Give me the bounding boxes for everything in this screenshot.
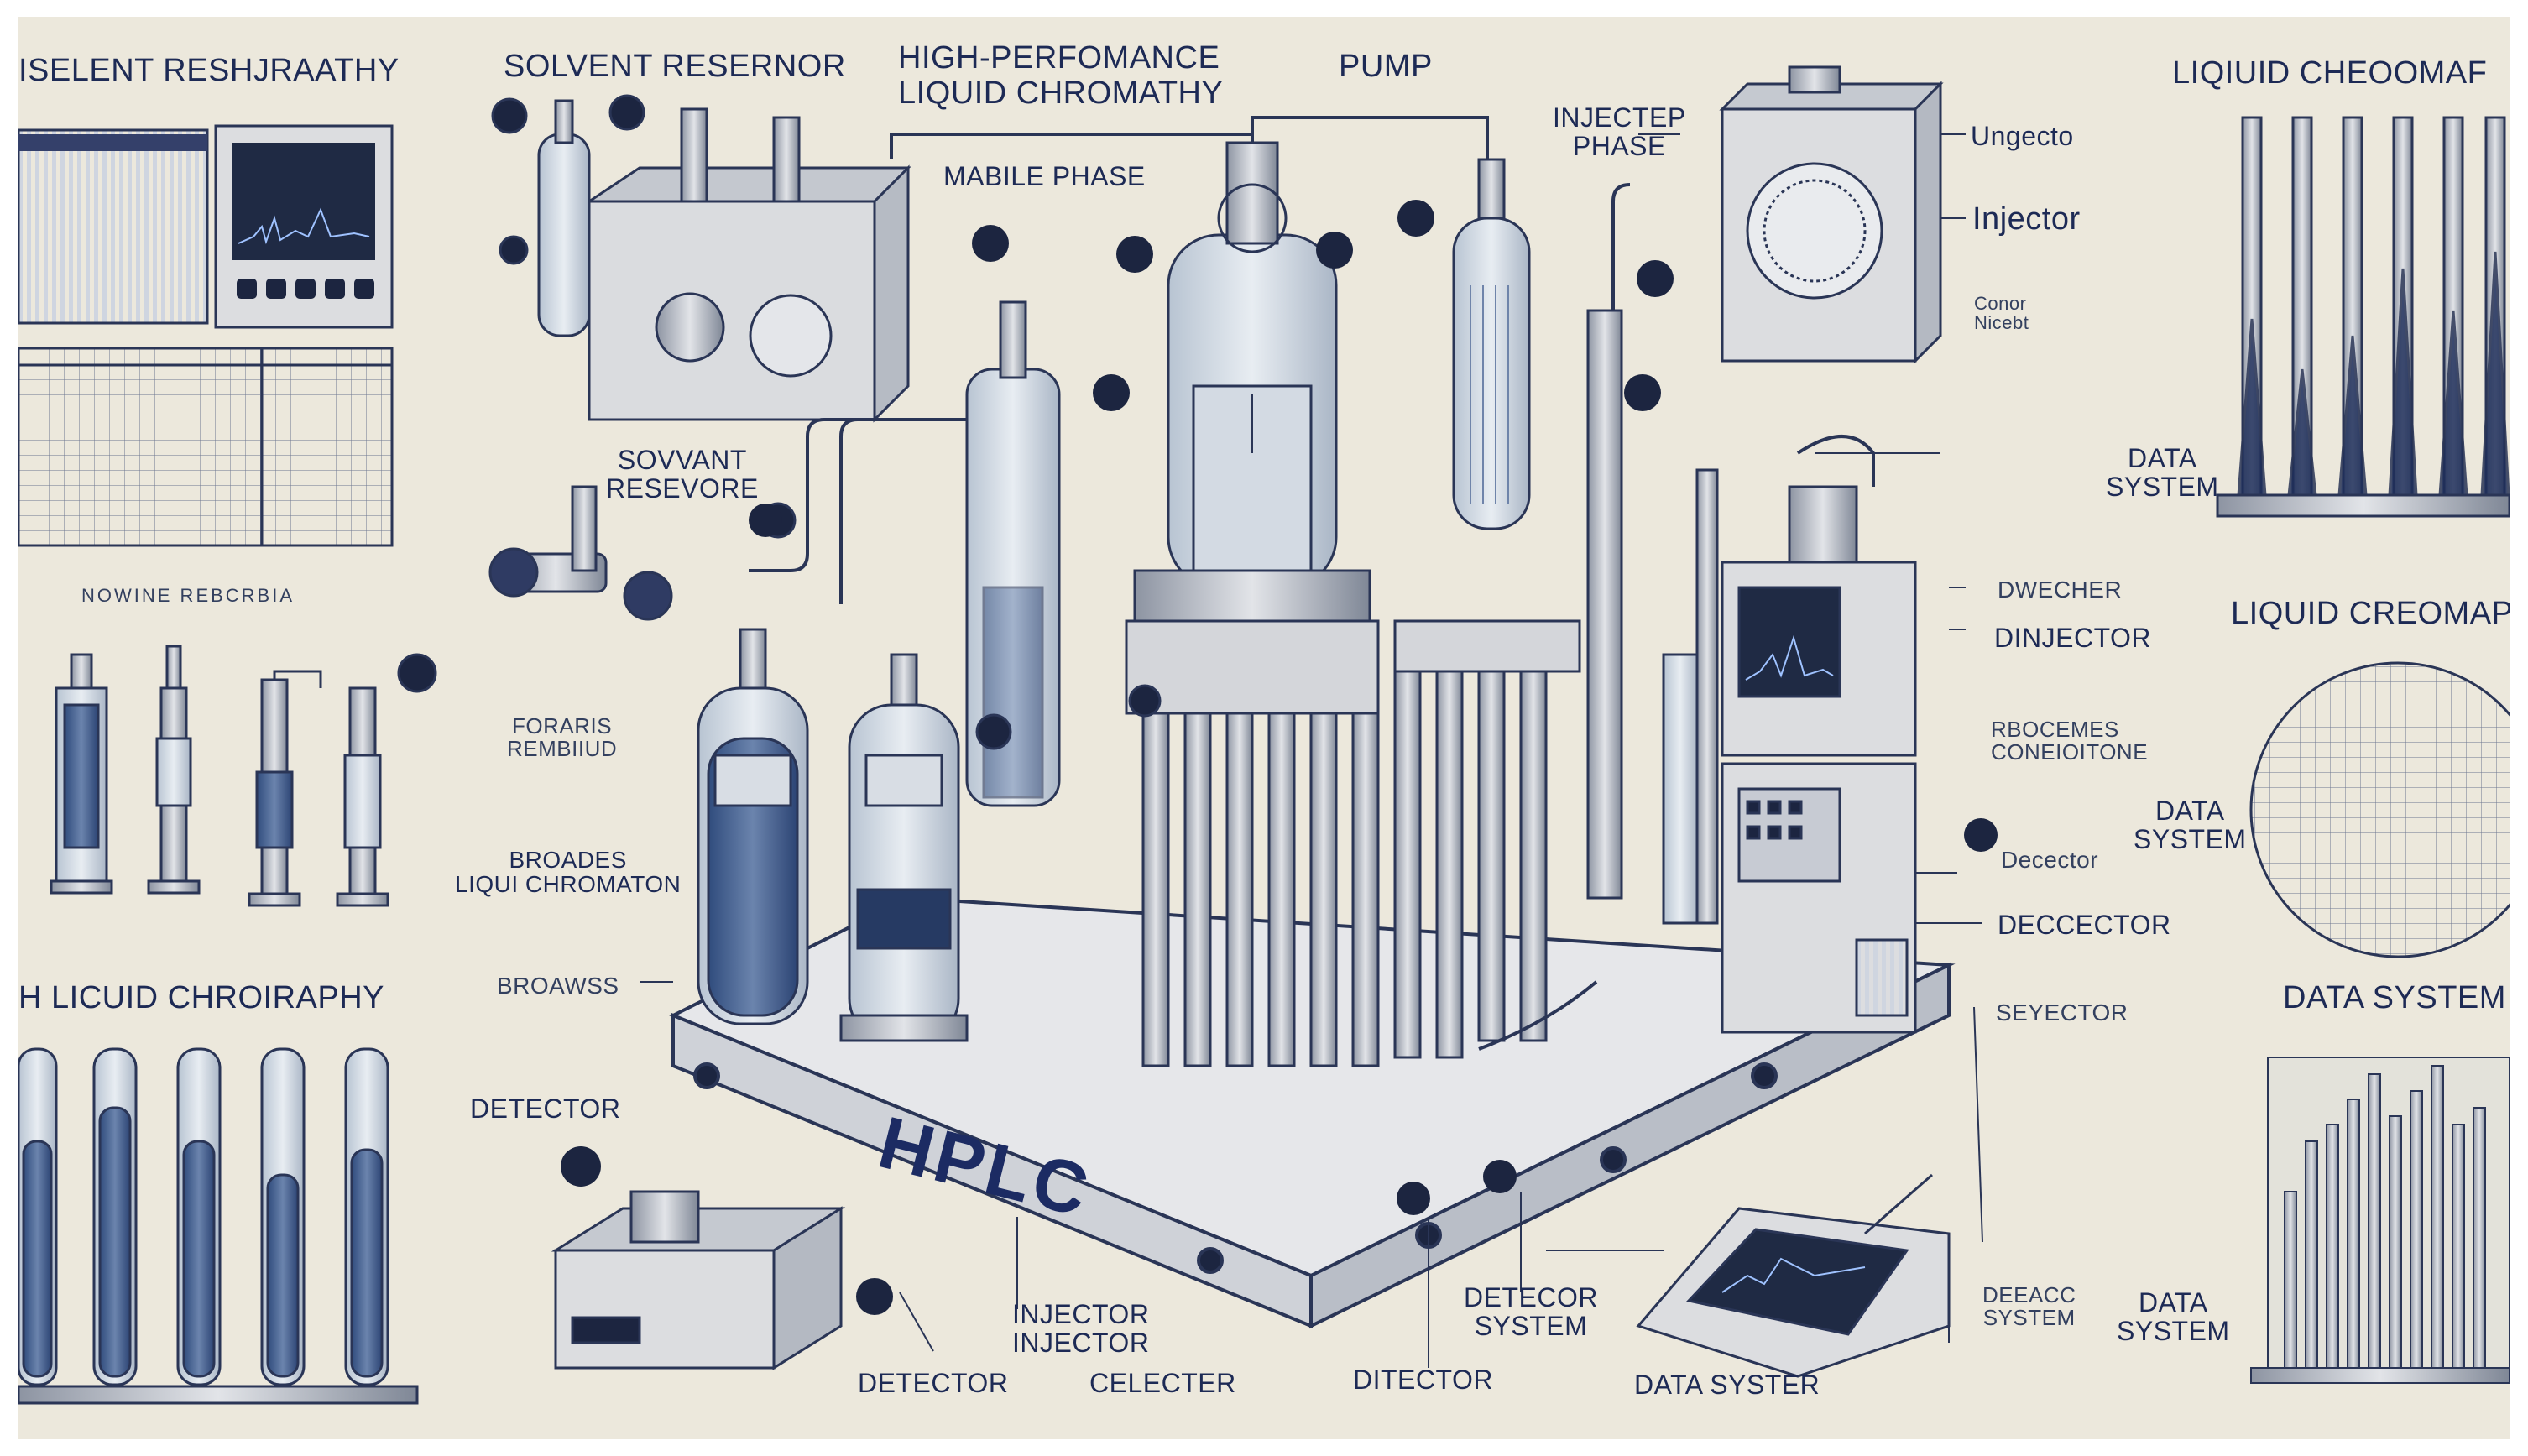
label-nowine: NOWINE REBCRBIA xyxy=(81,585,295,606)
label-ditector: DITECTOR xyxy=(1353,1365,1493,1395)
label-high-liquid: H LICUID CHROIRAPHY xyxy=(18,980,384,1015)
bottom-left-detector-device xyxy=(551,1190,846,1370)
label-broawss: BROAWSS xyxy=(497,973,619,999)
left-monitor-group xyxy=(18,124,394,547)
label-dinjector: DINJECTOR xyxy=(1994,623,2152,653)
label-rbocemes: RBOCEMES CONEIOITONE xyxy=(1991,717,2149,765)
label-injector-right: Injector xyxy=(1972,201,2081,237)
label-foraris: FORARIS REMBIIUD xyxy=(507,713,618,762)
label-solvent-reservoir-top: SOLVENT RESERNOR xyxy=(504,49,846,84)
label-dmecher: DWECHER xyxy=(1998,577,2123,603)
label-detector-bottom: DETECTOR xyxy=(858,1368,1009,1398)
label-top-left: ISELENT RESHJRAATHY xyxy=(18,53,400,88)
piping xyxy=(749,116,1875,1051)
label-liquid-top-right: LIQIUID CHEOOMAF xyxy=(2172,55,2488,91)
left-columns-upper xyxy=(50,645,437,907)
label-liquid-mid-right: LIQUID CREOMAPY xyxy=(2231,596,2510,631)
right-grid-sphere xyxy=(2249,661,2510,958)
left-tubes-lower xyxy=(18,1047,419,1405)
label-celecter: CELECTER xyxy=(1089,1368,1236,1398)
reservoir-bottles xyxy=(697,628,969,1042)
callout-dots xyxy=(561,200,1998,1315)
label-seyector: SEYECTOR xyxy=(1996,999,2128,1025)
label-title-line2: LIQUID CHROMATHY xyxy=(898,76,1224,111)
label-broades: BROADES LIQUI CHROMATON xyxy=(455,847,682,898)
diagram-canvas: ISELENT RESHJRAATHY SOLVENT RESERNOR HIG… xyxy=(18,17,2510,1439)
solvent-apparatus xyxy=(491,94,911,423)
label-pump: PUMP xyxy=(1339,49,1433,84)
label-injector-injector: INJECTOR INJECTOR xyxy=(1012,1299,1150,1358)
label-data-syster: DATA SYSTER xyxy=(1634,1370,1820,1400)
label-data-system-right-top: DATA SYSTEM xyxy=(2106,443,2219,502)
label-injecter-phase: INJECTEP PHASE xyxy=(1553,102,1686,161)
detector-stack xyxy=(1721,485,1917,1034)
label-title-line1: HIGH-PERFOMANCE xyxy=(898,40,1220,76)
right-bottom-bar-chart xyxy=(2250,1057,2510,1384)
label-deccector-right: DECCECTOR xyxy=(1998,910,2171,940)
label-detecor-system: DETECOR SYSTEM xyxy=(1464,1282,1598,1341)
hplc-illustration xyxy=(18,65,2510,1405)
right-top-peaks xyxy=(2216,116,2510,518)
label-data-system-bottom-right: DATA SYSTEM xyxy=(2117,1287,2230,1346)
injector-unit-top xyxy=(1719,65,1944,364)
label-decector-small: Decector xyxy=(2001,847,2099,873)
data-system-terminal xyxy=(1636,1173,1951,1378)
label-sovvant: SOVVANT RESEVORE xyxy=(606,445,759,504)
label-detector-left: DETECTOR xyxy=(470,1093,621,1124)
left-valve xyxy=(488,485,797,621)
label-deeacc: DEEACC SYSTEM xyxy=(1982,1282,2076,1331)
hplc-base-platform xyxy=(669,895,1956,1329)
label-mabile-phase: MABILE PHASE xyxy=(943,161,1146,191)
label-ungecto: Ungecto xyxy=(1971,121,2074,151)
label-data-system-mid-right: DATA SYSTEM xyxy=(2134,796,2247,854)
label-data-system-big: DATA SYSTEM xyxy=(2283,980,2506,1015)
label-conor: Conor Nicebt xyxy=(1974,293,2029,334)
